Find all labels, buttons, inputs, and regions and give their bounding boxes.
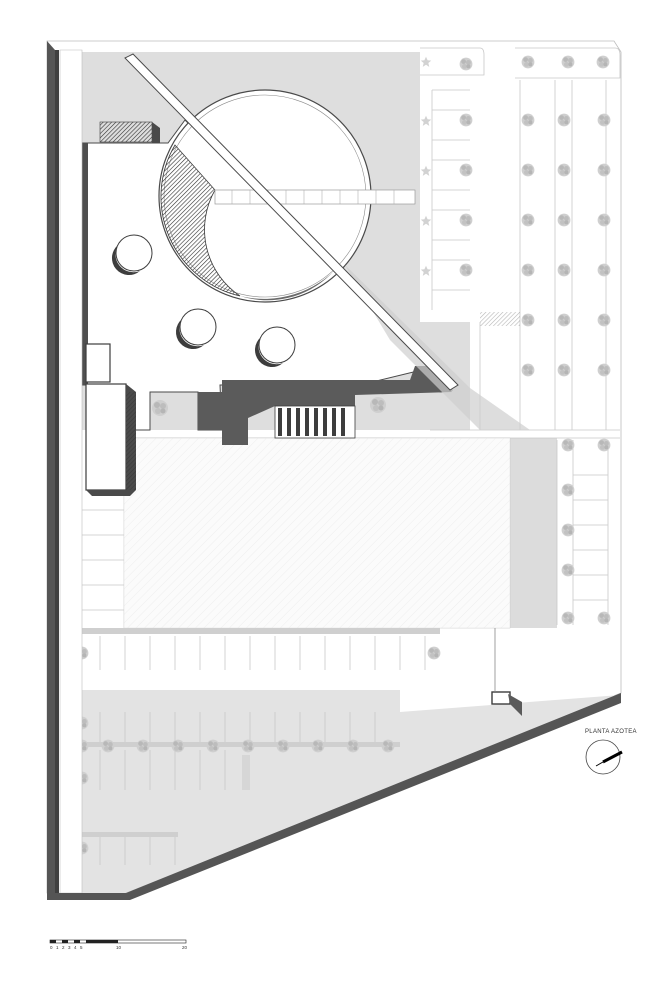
scale-label-3: 3 <box>68 945 71 950</box>
kiosk <box>491 628 522 716</box>
east-strip <box>510 438 557 628</box>
footbridge <box>214 189 416 205</box>
perimeter-walls <box>47 41 621 900</box>
staircase <box>274 405 356 439</box>
service-blocks <box>85 343 136 496</box>
scale-label-2: 2 <box>62 945 65 950</box>
diagonal-canopy <box>124 53 530 430</box>
hatched-bay <box>480 312 520 326</box>
west-parking <box>82 509 124 611</box>
north-arrow <box>585 739 623 775</box>
scale-label-0: 0 <box>50 945 53 950</box>
scale-label-5: 5 <box>80 945 83 950</box>
east-parking-upper <box>130 47 621 439</box>
scale-label-10: 10 <box>116 945 122 950</box>
scale-bar: 0 1 2 3 4 5 10 20 <box>49 939 188 950</box>
plan-title: PLANTA AZOTEA <box>585 729 637 735</box>
scale-label-1: 1 <box>56 945 59 950</box>
scale-label-20: 20 <box>182 945 188 950</box>
south-parking <box>82 628 440 865</box>
skylights <box>111 234 296 368</box>
scale-label-4: 4 <box>74 945 77 950</box>
lower-paved-ground <box>82 690 620 893</box>
